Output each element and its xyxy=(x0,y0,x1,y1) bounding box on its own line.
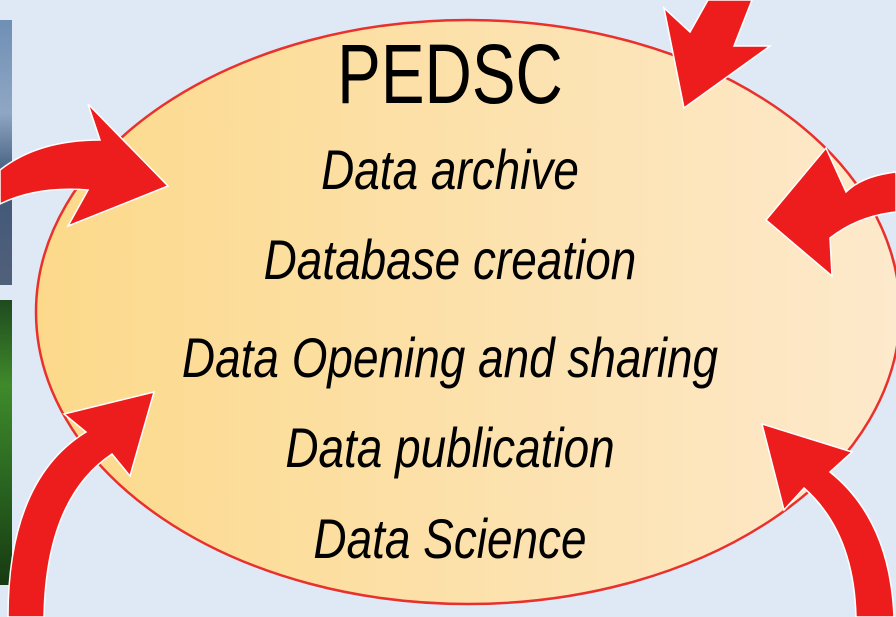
curved-arrow-icon xyxy=(0,103,170,228)
background-photo-sky xyxy=(0,20,12,285)
curved-arrow-icon xyxy=(764,146,896,278)
hub-ellipse xyxy=(34,18,896,606)
curved-arrow-icon xyxy=(760,422,895,617)
curved-arrow-icon xyxy=(662,0,773,110)
background-photo-grass xyxy=(0,300,12,585)
curved-arrow-icon xyxy=(7,390,156,617)
